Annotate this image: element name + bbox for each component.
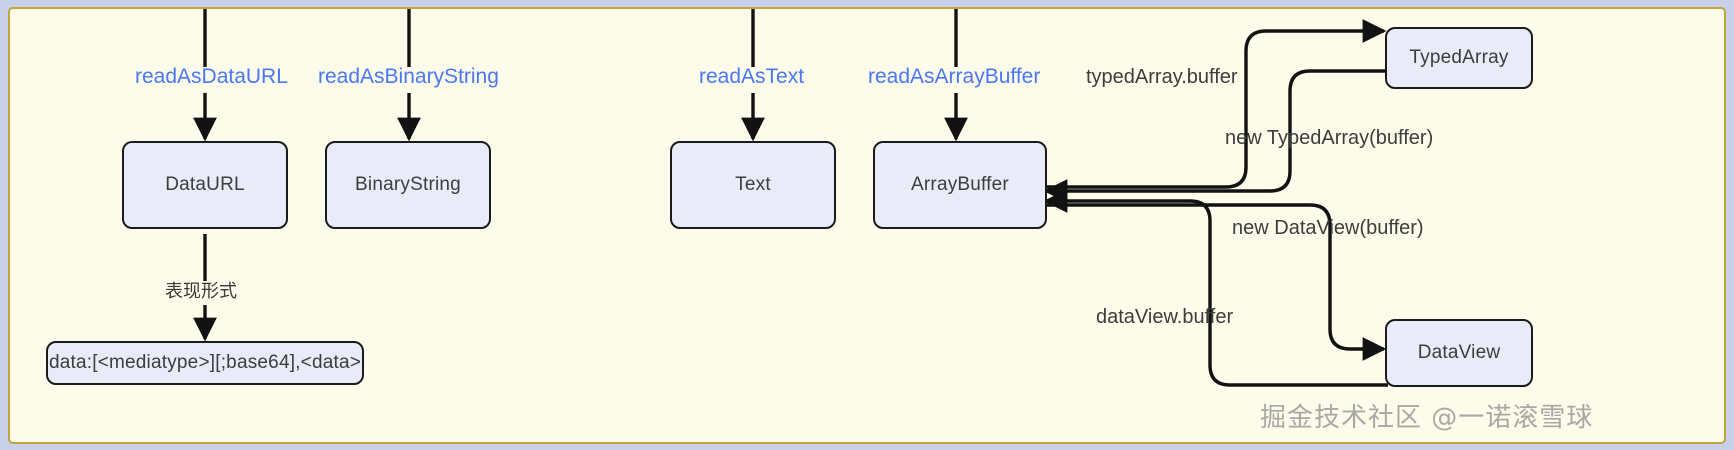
- node-binary-string[interactable]: BinaryString: [325, 141, 491, 229]
- arrow-array-buffer-to-data-view: [1046, 203, 1387, 361]
- node-typed-array[interactable]: TypedArray: [1385, 27, 1533, 89]
- node-typed-array-label: TypedArray: [1409, 47, 1509, 68]
- node-data-url-format-label: data:[<mediatype>][;base64],<data>: [48, 352, 362, 373]
- node-text-label: Text: [735, 174, 771, 195]
- diagram-canvas: readAsDataURL readAsBinaryString readAsT…: [8, 7, 1726, 444]
- edge-label-data-view-buffer: dataView.buffer: [1096, 306, 1234, 328]
- method-label-read-as-binary-string: readAsBinaryString: [318, 65, 499, 88]
- connector-layer: [193, 9, 1388, 387]
- edge-label-representation: 表现形式: [165, 281, 237, 302]
- node-array-buffer-label: ArrayBuffer: [911, 174, 1009, 195]
- arrow-data-view-to-array-buffer: [1043, 189, 1388, 387]
- edge-label-typed-array-buffer: typedArray.buffer: [1086, 66, 1238, 88]
- edge-label-new-typed-array: new TypedArray(buffer): [1225, 127, 1434, 149]
- node-binary-string-label: BinaryString: [355, 174, 461, 195]
- node-data-url-format[interactable]: data:[<mediatype>][;base64],<data>: [46, 341, 364, 385]
- arrow-array-buffer-to-typed-array: [1046, 19, 1387, 189]
- method-label-read-as-text: readAsText: [699, 65, 805, 88]
- node-data-view-label: DataView: [1417, 342, 1501, 363]
- node-array-buffer[interactable]: ArrayBuffer: [873, 141, 1047, 229]
- method-label-read-as-array-buffer: readAsArrayBuffer: [868, 65, 1041, 88]
- arrow-typed-array-to-array-buffer: [1043, 69, 1388, 203]
- node-text[interactable]: Text: [670, 141, 836, 229]
- node-data-url[interactable]: DataURL: [122, 141, 288, 229]
- edge-label-new-data-view: new DataView(buffer): [1232, 217, 1424, 239]
- node-data-view[interactable]: DataView: [1385, 319, 1533, 387]
- method-label-read-as-data-url: readAsDataURL: [135, 65, 288, 88]
- watermark: 掘金技术社区 @一诺滚雪球: [1260, 403, 1594, 433]
- node-data-url-label: DataURL: [165, 174, 245, 195]
